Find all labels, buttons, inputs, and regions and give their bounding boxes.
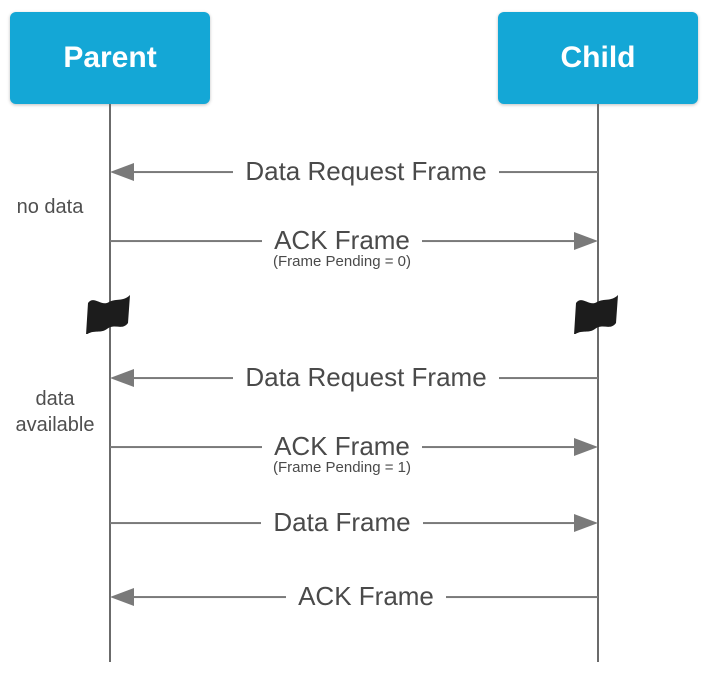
- left-arrowhead-icon: [110, 587, 134, 606]
- phase-label-data-available: data available: [15, 388, 95, 436]
- actor-box-parent: Parent: [10, 12, 210, 104]
- message-sublabel: (Frame Pending = 0): [273, 252, 411, 270]
- phase-label-no-data: no data: [16, 196, 84, 218]
- flag-icon: [86, 292, 132, 334]
- right-arrowhead-icon: [574, 513, 599, 532]
- message-line: [421, 239, 574, 242]
- right-arrowhead-icon: [574, 437, 598, 456]
- message-line: [110, 239, 263, 242]
- message-row-ack-pending-0: ACK Frame (Frame Pending = 0): [110, 225, 598, 270]
- actor-parent-label: Parent: [63, 41, 157, 74]
- message-line: [445, 595, 598, 598]
- actor-box-child: Child: [498, 12, 698, 104]
- right-arrowhead-icon: [574, 231, 598, 250]
- child-lifeline: [597, 104, 599, 662]
- message-row-ack-pending-1: ACK Frame (Frame Pending = 1): [110, 431, 598, 476]
- message-line: [134, 376, 234, 379]
- message-line: [110, 445, 263, 448]
- left-arrowhead-icon: [110, 162, 134, 181]
- message-line: [421, 445, 574, 448]
- message-label: Data Request Frame: [245, 156, 487, 187]
- message-label-wrap: Data Request Frame: [233, 362, 498, 393]
- message-label: ACK Frame: [274, 431, 410, 462]
- message-row-data-frame: Data Frame: [110, 507, 599, 538]
- message-label-wrap: Data Request Frame: [233, 156, 498, 187]
- message-sublabel: (Frame Pending = 1): [273, 458, 411, 476]
- message-line: [422, 521, 575, 524]
- message-line: [498, 170, 599, 173]
- message-label-wrap: ACK Frame (Frame Pending = 0): [262, 225, 422, 270]
- message-line: [110, 521, 262, 524]
- message-label-wrap: ACK Frame: [286, 581, 446, 612]
- message-line: [134, 595, 287, 598]
- message-label: Data Request Frame: [245, 362, 487, 393]
- flag-icon: [574, 292, 620, 334]
- message-row-data-request-2: Data Request Frame: [110, 362, 599, 393]
- message-label-wrap: ACK Frame (Frame Pending = 1): [262, 431, 422, 476]
- message-line: [134, 170, 234, 173]
- message-row-data-request-1: Data Request Frame: [110, 156, 599, 187]
- message-label: ACK Frame: [298, 581, 434, 612]
- left-arrowhead-icon: [110, 368, 134, 387]
- actor-child-label: Child: [560, 41, 636, 74]
- message-row-ack-final: ACK Frame: [110, 581, 598, 612]
- message-line: [498, 376, 599, 379]
- message-label: ACK Frame: [274, 225, 410, 256]
- message-label: Data Frame: [273, 507, 411, 538]
- message-label-wrap: Data Frame: [261, 507, 422, 538]
